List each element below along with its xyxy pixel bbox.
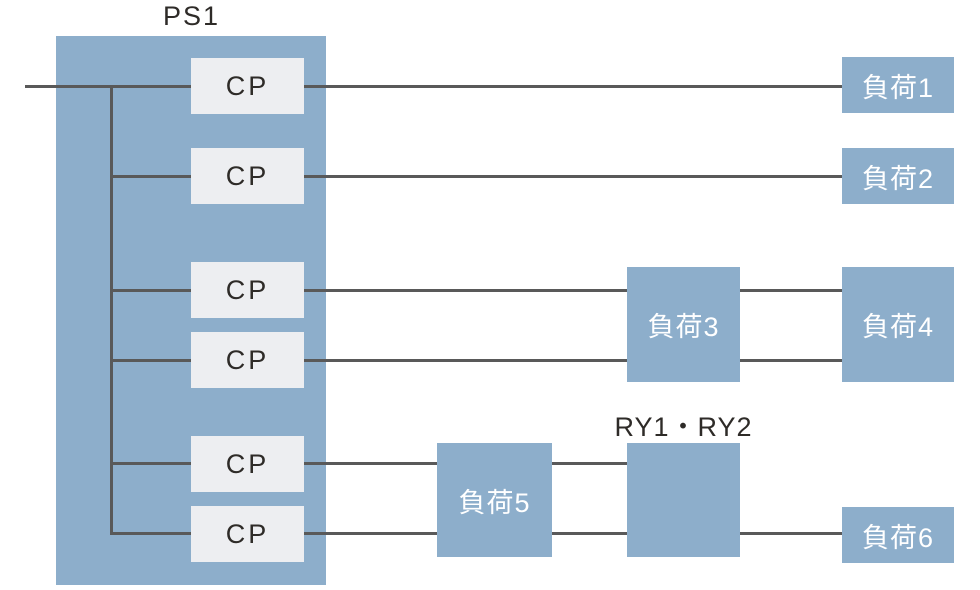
relay-box — [627, 443, 740, 557]
wire-load5-to-relay-bottom — [552, 532, 627, 535]
cp-label-4: CP — [225, 344, 270, 375]
wire-bus-to-cp5 — [110, 462, 191, 465]
load-label-4: 負荷4 — [861, 312, 935, 342]
wire-load3-to-load4-bottom — [740, 359, 842, 362]
wire-load5-to-relay-top — [552, 462, 627, 465]
load-box-5: 負荷5 — [437, 443, 552, 557]
wire-bus-to-cp6 — [110, 532, 191, 535]
cp-label-1: CP — [225, 70, 270, 101]
power-supply-label: PS1 — [162, 1, 221, 31]
cp-box-2: CP — [191, 148, 304, 204]
wire-input-to-cp1 — [25, 85, 191, 88]
wire-cp1-to-load1 — [304, 85, 842, 88]
cp-label-2: CP — [225, 160, 270, 191]
wire-cp3-to-load3 — [304, 289, 627, 292]
wire-bus-to-cp2 — [110, 175, 191, 178]
wire-relay-to-load6 — [740, 532, 842, 535]
wire-cp4-to-load3 — [304, 359, 627, 362]
cp-label-6: CP — [225, 518, 270, 549]
cp-box-5: CP — [191, 436, 304, 492]
wire-bus-to-cp3 — [110, 289, 191, 292]
wire-cp5-to-load5 — [304, 462, 437, 465]
load-label-1: 負荷1 — [861, 72, 935, 103]
wire-cp6-to-load5 — [304, 532, 437, 535]
wire-bus-vertical — [110, 85, 113, 535]
cp-label-5: CP — [225, 448, 270, 479]
load-box-6: 負荷6 — [842, 507, 954, 563]
cp-box-4: CP — [191, 332, 304, 388]
load-label-6: 負荷6 — [861, 522, 935, 553]
load-box-4: 負荷4 — [842, 267, 954, 382]
cp-box-3: CP — [191, 262, 304, 318]
relay-label: RY1・RY2 — [614, 412, 753, 442]
load-box-1: 負荷1 — [842, 57, 954, 113]
load-box-3: 負荷3 — [627, 267, 740, 382]
cp-box-6: CP — [191, 506, 304, 562]
wire-bus-to-cp4 — [110, 359, 191, 362]
cp-box-1: CP — [191, 58, 304, 114]
wire-load3-to-load4-top — [740, 289, 842, 292]
load-box-2: 負荷2 — [842, 148, 954, 204]
load-label-3: 負荷3 — [647, 312, 720, 342]
wire-cp2-to-load2 — [304, 175, 842, 178]
load-label-5: 負荷5 — [458, 487, 531, 518]
cp-label-3: CP — [225, 274, 270, 305]
load-label-2: 負荷2 — [861, 163, 935, 194]
